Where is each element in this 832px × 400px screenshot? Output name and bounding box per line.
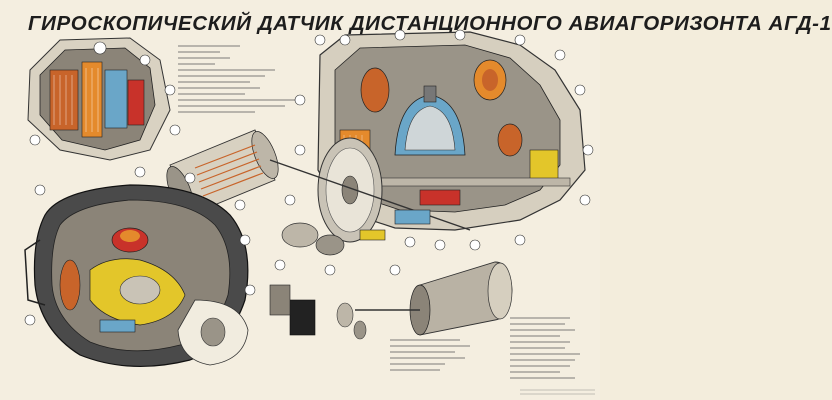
poster: ГИРОСКОПИЧЕСКИЙ ДАТЧИК ДИСТАНЦИОННОГО АВ… <box>24 12 832 395</box>
legend-block-top <box>178 45 295 113</box>
top-left-assembly <box>27 37 181 161</box>
legend-block-bottom <box>390 317 595 395</box>
diagram-artwork <box>24 29 595 395</box>
gyro-housing-illustration <box>294 29 594 251</box>
gimbal-ring-illustration <box>24 166 256 368</box>
electric-motor-illustration <box>269 261 513 340</box>
rotor-illustration <box>166 129 471 276</box>
poster-title: ГИРОСКОПИЧЕСКИЙ ДАТЧИК ДИСТАНЦИОННОГО АВ… <box>28 12 832 35</box>
